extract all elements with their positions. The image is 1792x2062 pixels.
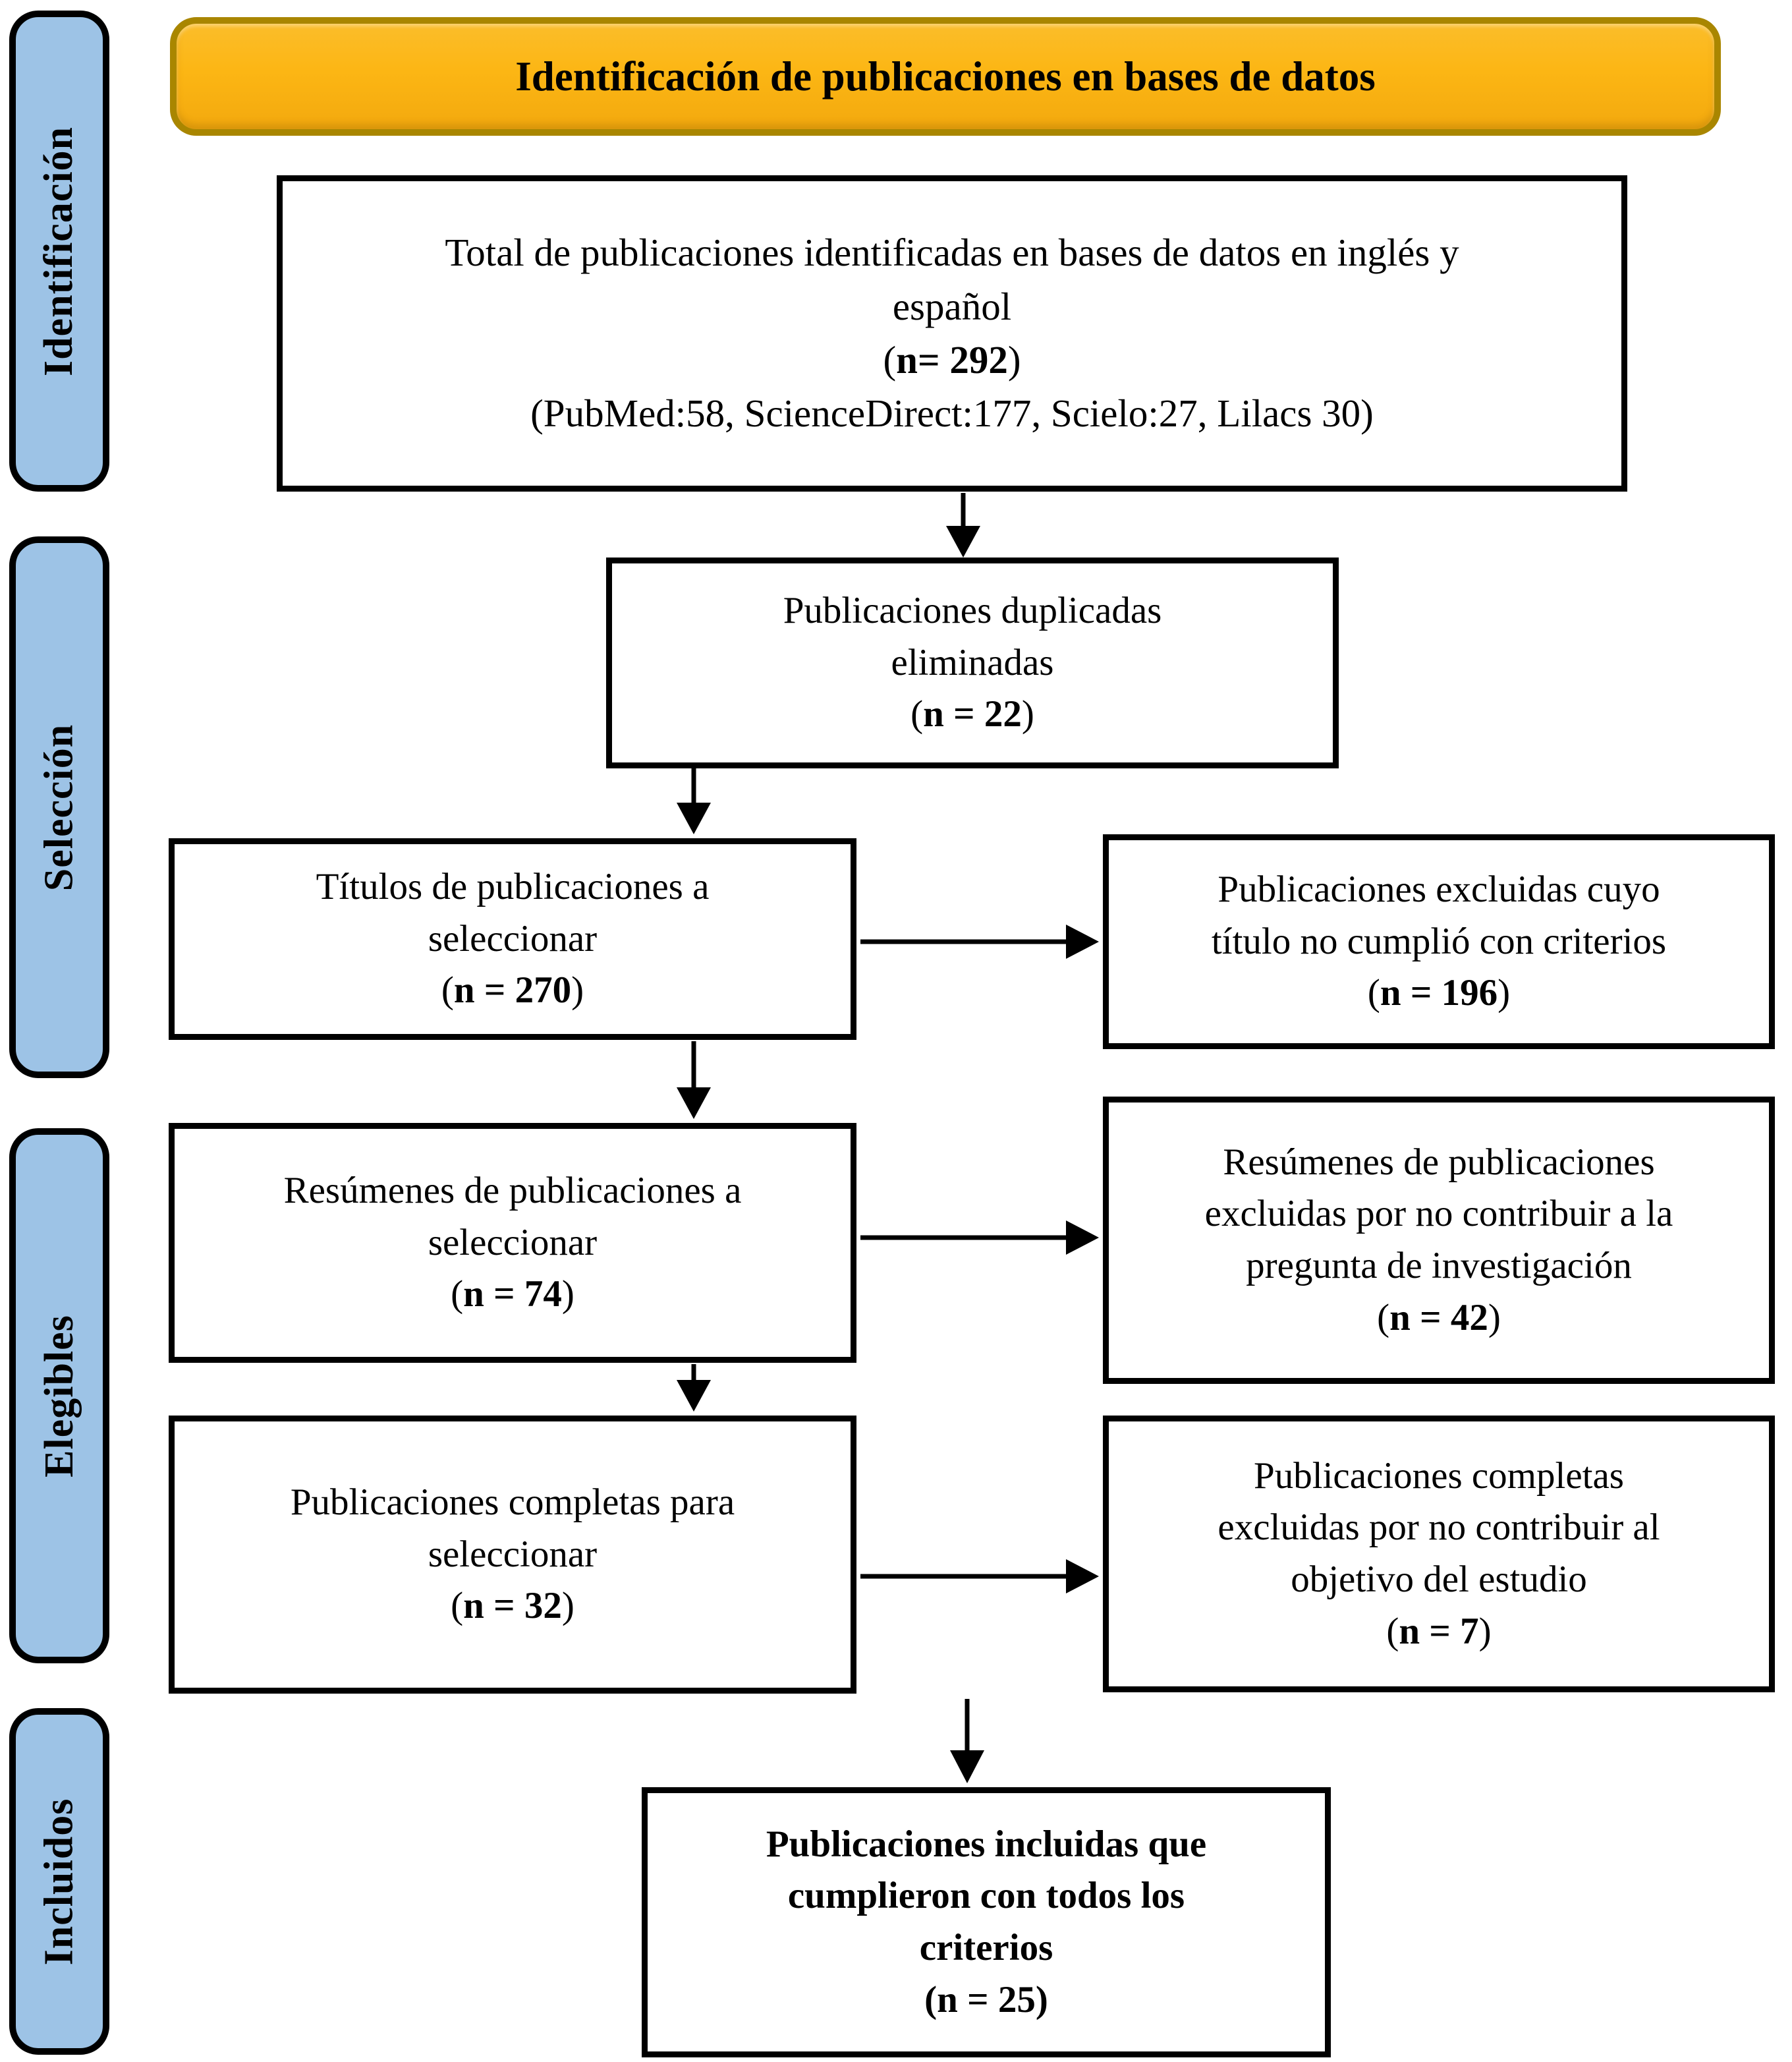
box-text-line: excluidas por no contribuir a la <box>1204 1193 1673 1235</box>
box-text-line: Publicaciones duplicadas <box>783 590 1162 632</box>
paren-open: ( <box>1386 1610 1399 1652</box>
n-line: (n = 22) <box>910 689 1034 741</box>
arrow-fulltext-to-included <box>950 1699 984 1783</box>
n-line: (n = 270) <box>441 965 584 1017</box>
box-excluded-abstracts: Resúmenes de publicaciones excluidas por… <box>1103 1097 1775 1384</box>
box-text-line: Resúmenes de publicaciones <box>1223 1141 1655 1183</box>
box-titles-screened: Títulos de publicaciones a seleccionar (… <box>169 838 856 1040</box>
n-line: (n = 42) <box>1377 1292 1501 1344</box>
arrow-titles-to-excluded <box>860 925 1099 959</box>
box-text-line: seleccionar <box>428 1221 598 1263</box>
n-line: (n = 74) <box>451 1269 574 1321</box>
box-text-line: Títulos de publicaciones a <box>316 866 710 908</box>
paren-open: ( <box>451 1585 464 1627</box>
n-line: (n = 25) <box>924 1974 1048 2026</box>
box-text-line: Publicaciones excluidas cuyo <box>1218 869 1660 911</box>
stage-seleccion: Selección <box>9 536 109 1078</box>
paren-close: ) <box>1007 338 1021 382</box>
n-value: n = 22 <box>923 693 1022 735</box>
box-text-line: criterios <box>919 1927 1053 1968</box>
paren-close: ) <box>1498 972 1511 1014</box>
box-text-line: eliminadas <box>891 641 1054 683</box>
box-excluded-fulltext: Publicaciones completas excluidas por no… <box>1103 1416 1775 1692</box>
box-text-line: Publicaciones incluidas que <box>766 1823 1207 1865</box>
stage-elegibles: Elegibles <box>9 1128 109 1663</box>
paren-open: ( <box>1367 972 1380 1014</box>
box-text-line: cumplieron con todos los <box>787 1875 1185 1917</box>
box-text-line: seleccionar <box>428 917 598 959</box>
box-text-line: seleccionar <box>428 1533 598 1575</box>
stage-label: Elegibles <box>36 1314 82 1477</box>
n-line: (n = 196) <box>1368 967 1510 1019</box>
paren-open: ( <box>910 693 924 735</box>
paren-open: ( <box>924 1978 938 2020</box>
box-included: Publicaciones incluidas que cumplieron c… <box>642 1787 1331 2057</box>
n-value: n = 42 <box>1389 1296 1488 1338</box>
n-value: n= 292 <box>896 338 1008 382</box>
paren-close: ) <box>1478 1610 1492 1652</box>
stage-identificacion: Identificación <box>9 11 109 492</box>
stage-incluidos: Incluidos <box>9 1708 109 2055</box>
arrow-duplicates-to-titles <box>677 768 711 834</box>
arrow-titles-to-abstracts <box>677 1041 711 1119</box>
n-value: n = 196 <box>1380 972 1498 1014</box>
box-text-line: Publicaciones completas para <box>290 1481 735 1524</box>
box-text-line: título no cumplió con criterios <box>1211 920 1667 962</box>
paren-close: ) <box>1035 1978 1048 2020</box>
stage-label: Incluidos <box>36 1798 82 1965</box>
box-text-line: español <box>892 284 1012 328</box>
box-excluded-titles: Publicaciones excluidas cuyo título no c… <box>1103 834 1775 1049</box>
arrow-abstracts-to-fulltext <box>677 1364 711 1412</box>
n-value: n = 74 <box>463 1273 562 1315</box>
n-line: (n= 292) <box>883 333 1021 387</box>
box-total-identified: Total de publicaciones identificadas en … <box>277 175 1627 492</box>
box-text-line: Total de publicaciones identificadas en … <box>445 231 1459 275</box>
paren-open: ( <box>451 1273 464 1315</box>
arrow-abstracts-to-excluded <box>860 1220 1099 1255</box>
paren-open: ( <box>441 969 454 1012</box>
arrow-fulltext-to-excluded <box>860 1559 1099 1593</box>
box-text-line: pregunta de investigación <box>1246 1245 1632 1286</box>
n-line: (n = 7) <box>1386 1606 1491 1658</box>
paren-open: ( <box>883 338 897 382</box>
paren-close: ) <box>1488 1296 1501 1338</box>
n-value: n = 25 <box>937 1978 1036 2020</box>
box-text-line: Publicaciones completas <box>1254 1454 1624 1497</box>
arrow-total-to-duplicates <box>946 493 980 558</box>
paren-close: ) <box>561 1585 574 1627</box>
paren-open: ( <box>1377 1296 1390 1338</box>
n-value: n = 32 <box>463 1585 562 1627</box>
stage-label: Selección <box>36 724 82 891</box>
banner-title: Identificación de publicaciones en bases… <box>515 53 1376 100</box>
paren-close: ) <box>1021 693 1034 735</box>
box-fulltext-screened: Publicaciones completas para seleccionar… <box>169 1416 856 1694</box>
paren-close: ) <box>571 969 584 1012</box>
box-duplicates-removed: Publicaciones duplicadas eliminadas (n =… <box>606 558 1339 768</box>
box-text-line: objetivo del estudio <box>1291 1559 1587 1600</box>
n-value: n = 270 <box>453 969 572 1012</box>
paren-close: ) <box>561 1273 574 1315</box>
n-value: n = 7 <box>1399 1610 1479 1652</box>
n-line: (n = 32) <box>451 1580 574 1632</box>
box-text-line: Resúmenes de publicaciones a <box>283 1170 742 1212</box>
box-abstracts-screened: Resúmenes de publicaciones a seleccionar… <box>169 1123 856 1363</box>
banner-identification: Identificación de publicaciones en bases… <box>170 17 1721 136</box>
box-text-line: excluidas por no contribuir al <box>1218 1506 1660 1549</box>
box-sources-line: (PubMed:58, ScienceDirect:177, Scielo:27… <box>530 391 1374 436</box>
stage-label: Identificación <box>36 126 82 376</box>
